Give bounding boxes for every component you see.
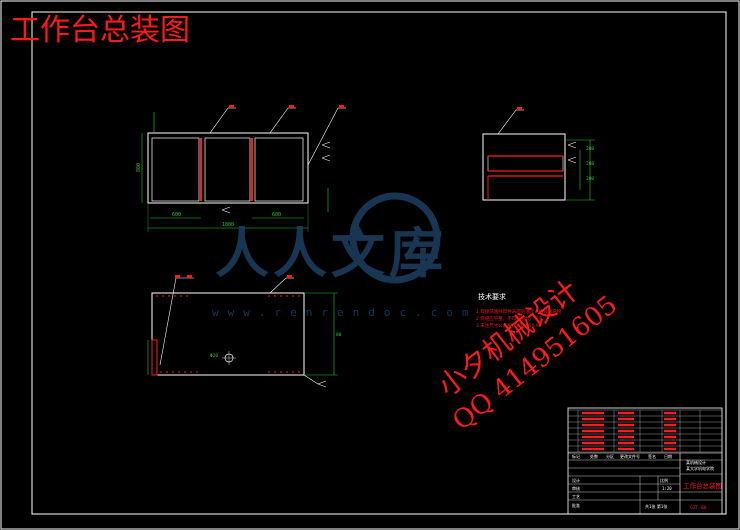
- inner-frame: [31, 11, 727, 515]
- parts-list-entry: [582, 441, 604, 445]
- side-view-outline: [482, 133, 566, 201]
- parts-list-entry: [582, 423, 604, 427]
- company-line-1: 某机械设计: [686, 459, 706, 465]
- watermark-logo-ring: [349, 192, 441, 284]
- leader-7: [269, 277, 287, 294]
- parts-list-entry: [618, 411, 634, 415]
- dim-right-text: 600: [272, 212, 281, 218]
- leader-2: [269, 107, 289, 134]
- scale-label: 比例: [660, 477, 668, 483]
- parts-list-entry: [664, 435, 676, 439]
- parts-list-entry: [664, 411, 676, 415]
- front-bay-middle: [204, 137, 251, 202]
- title-block-frame: [567, 407, 723, 515]
- parts-list-entry: [618, 423, 634, 427]
- watermark-url: www.renrendoc.com: [212, 306, 478, 319]
- leader-5: [159, 277, 177, 366]
- watermark: 人人文库 www.renrendoc.com: [212, 192, 478, 319]
- top-corner-post: [151, 339, 158, 376]
- weld-symbol: [321, 154, 331, 162]
- parts-list-entry: [618, 417, 634, 421]
- parts-list-entry: [664, 429, 676, 433]
- front-bay-left: [151, 137, 200, 202]
- tech-requirement-line: 1.焊接前清除焊件表面的油污、锈蚀等杂物: [476, 308, 562, 315]
- balloon-6: [187, 275, 192, 278]
- role-label: 批准: [572, 502, 580, 508]
- tech-requirement-line: 2.焊缝应平整，不得有裂纹、气孔: [476, 315, 544, 322]
- parts-list-entry: [618, 447, 634, 451]
- header-label: 分区: [606, 453, 614, 459]
- balloon-2: [289, 105, 294, 108]
- company-line-2: 某大学机电学院: [686, 465, 714, 471]
- balloon-4: [517, 107, 522, 110]
- header-label: 更改文件号: [620, 453, 640, 459]
- balloon-5: [175, 275, 180, 278]
- tech-requirements: 技术要求 1.焊接前清除焊件表面的油污、锈蚀等杂物 2.焊缝应平整，不得有裂纹、…: [476, 292, 562, 329]
- dim-hole-text: Φ20: [210, 353, 218, 359]
- part-name: 工作台总装图: [683, 481, 722, 490]
- drawing-number: GZT-00: [690, 505, 707, 511]
- parts-list-entry: [582, 447, 604, 451]
- balloon-1: [229, 105, 234, 108]
- parts-list-entry: [582, 411, 604, 415]
- dim-width-text: 1800: [222, 222, 234, 228]
- parts-list-entry: [582, 429, 604, 433]
- header-label: 标记: [572, 453, 580, 459]
- parts-list-entry: [618, 435, 634, 439]
- header-label: 签名: [648, 453, 656, 459]
- side-view: 200 200 200: [482, 107, 595, 201]
- top-view-outline: [151, 292, 305, 376]
- parts-list-entry: [618, 429, 634, 433]
- dim-height-text: 800: [136, 163, 142, 172]
- weld-symbol: [567, 156, 577, 164]
- leader-3: [307, 107, 339, 166]
- role-label: 设计: [572, 477, 580, 483]
- front-view-outline: [147, 132, 309, 204]
- parts-list-entry: [664, 423, 676, 427]
- balloon-7: [287, 275, 292, 278]
- role-label: 审核: [572, 485, 580, 491]
- leader-4: [497, 109, 517, 135]
- role-label: 工艺: [572, 494, 580, 499]
- parts-list-entry: [664, 447, 676, 451]
- dim-depth-text: 80: [336, 332, 342, 338]
- weld-symbol: [317, 380, 327, 388]
- designer-stamp: 小夕机械设计 QQ 414951605: [432, 274, 623, 437]
- front-view: 1800 600 600 800: [136, 105, 346, 232]
- front-bay-right: [254, 137, 304, 202]
- sheet-info: 共1张 第1张: [645, 503, 667, 509]
- scale-value: 1:20: [662, 486, 672, 491]
- parts-list-entry: [664, 417, 676, 421]
- weld-symbol: [221, 206, 231, 214]
- balloon-3: [339, 105, 344, 108]
- parts-list: [568, 409, 722, 453]
- leader-1: [209, 107, 229, 134]
- header-label: 日期: [664, 453, 672, 459]
- side-dim-text: 200: [586, 176, 594, 182]
- dim-left-text: 600: [172, 212, 181, 218]
- parts-list-entry: [664, 441, 676, 445]
- watermark-brand: 人人文库: [215, 221, 447, 285]
- parts-list-entry: [618, 441, 634, 445]
- title-block: 标记 处数 分区 更改文件号 签名 日期 设计 审核 工艺 批准 比例 1:20…: [567, 407, 723, 515]
- side-dim-text: 200: [586, 146, 594, 152]
- side-dim-text: 200: [586, 161, 594, 167]
- drawing-title: 工作台总装图: [10, 13, 190, 48]
- header-label: 处数: [590, 453, 598, 459]
- weld-symbol: [321, 141, 331, 149]
- side-shelf-1: [487, 155, 564, 172]
- tech-requirements-heading: 技术要求: [478, 292, 506, 301]
- parts-list-entry: [582, 417, 604, 421]
- leader-8: [303, 374, 319, 385]
- top-view: Φ20 80: [147, 275, 342, 388]
- tech-requirement-line: 3.未注尺寸公差按GB/T1804-m: [476, 322, 540, 329]
- parts-list-entry: [582, 435, 604, 439]
- weld-symbol: [567, 141, 577, 149]
